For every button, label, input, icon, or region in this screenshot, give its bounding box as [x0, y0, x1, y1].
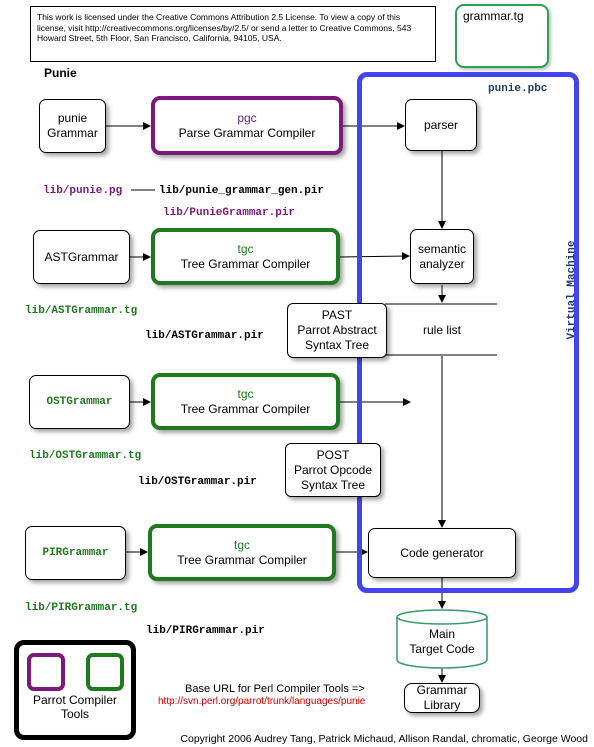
post-l3: Syntax Tree — [300, 477, 366, 492]
ast-grammar-pir-file: lib/ASTGrammar.pir — [145, 330, 264, 342]
ost-tgc-abbr: tgc — [237, 386, 254, 401]
copyright-text: Copyright 2006 Audrey Tang, Patrick Mich… — [180, 733, 588, 745]
base-url-link[interactable]: http://svn.perl.org/parrot/trunk/languag… — [158, 696, 366, 707]
semantic-l1: semantic — [417, 241, 467, 256]
grammar-tg-box: grammar.tg — [455, 4, 549, 68]
ast-tgc-name: Tree Grammar Compiler — [180, 256, 311, 271]
ast-tgc-abbr: tgc — [237, 241, 254, 256]
post-l1: POST — [316, 447, 350, 462]
ost-grammar-box: OSTGrammar — [29, 375, 130, 429]
post-l2: Parrot Opcode — [293, 462, 373, 477]
page-title: Punie — [44, 66, 77, 80]
target-l2: Target Code — [409, 642, 475, 656]
license-text: This work is licensed under the Creative… — [37, 12, 412, 43]
code-generator-label: Code generator — [400, 545, 484, 560]
vm-name: punie.pbc — [488, 83, 548, 95]
post-box: POST Parrot Opcode Syntax Tree — [285, 443, 381, 497]
ast-tgc-compiler-box: tgc Tree Grammar Compiler — [151, 228, 340, 285]
punie-grammar-l2: Grammar — [47, 126, 98, 140]
library-l2: Library — [423, 698, 461, 712]
parser-label: parser — [423, 117, 458, 132]
pir-tgc-compiler-box: tgc Tree Grammar Compiler — [148, 524, 336, 581]
base-url-label: Base URL for Perl Compiler Tools => — [185, 683, 365, 695]
ost-tgc-compiler-box: tgc Tree Grammar Compiler — [151, 373, 340, 430]
pir-tgc-name: Tree Grammar Compiler — [177, 552, 307, 567]
grammar-tg-label: grammar.tg — [463, 9, 524, 23]
vm-label: Virtual Machine — [566, 240, 578, 340]
rule-list-label: rule list — [423, 323, 462, 337]
code-generator-box: Code generator — [368, 528, 516, 578]
past-l2: Parrot Abstract — [297, 323, 377, 337]
pir-grammar-box: PIRGrammar — [25, 526, 126, 580]
past-box: PAST Parrot Abstract Syntax Tree — [287, 303, 387, 358]
license-box: This work is licensed under the Creative… — [30, 6, 436, 62]
semantic-analyzer-box: semantic analyzer — [410, 229, 474, 284]
ost-tgc-name: Tree Grammar Compiler — [180, 401, 311, 416]
ast-grammar-label: ASTGrammar — [44, 249, 119, 264]
punie-grammar-box: punie Grammar — [39, 99, 106, 153]
pgc-abbr: pgc — [237, 110, 257, 125]
target-code-label: Main Target Code — [397, 626, 487, 658]
library-l1: Grammar — [416, 683, 468, 697]
legend-purple-swatch — [27, 653, 65, 691]
past-l1: PAST — [321, 308, 353, 322]
legend-l1: Parrot Compiler — [32, 693, 118, 707]
punie-grammar-gen-file: lib/punie_grammar_gen.pir — [159, 185, 325, 197]
legend-box: Parrot Compiler Tools — [14, 640, 136, 740]
grammar-library-box: Grammar Library — [404, 683, 480, 713]
semantic-l2: analyzer — [419, 256, 465, 271]
legend-label: Parrot Compiler Tools — [19, 693, 131, 721]
punie-grammar-l1: punie — [57, 111, 88, 125]
parser-box: parser — [405, 99, 477, 151]
ost-grammar-tg-file: lib/OSTGrammar.tg — [29, 450, 142, 462]
ast-grammar-tg-file: lib/ASTGrammar.tg — [25, 305, 138, 317]
target-code-cylinder — [396, 609, 488, 669]
pir-tgc-abbr: tgc — [233, 537, 250, 552]
pir-grammar-pir-file: lib/PIRGrammar.pir — [146, 625, 265, 637]
pir-grammar-label: PIRGrammar — [42, 546, 109, 559]
legend-green-swatch — [86, 653, 124, 691]
punie-pg-file: lib/punie.pg — [43, 185, 123, 197]
past-l3: Syntax Tree — [304, 338, 370, 352]
pgc-compiler-box: pgc Parse Grammar Compiler — [151, 96, 343, 155]
pir-grammar-tg-file: lib/PIRGrammar.tg — [25, 602, 138, 614]
target-l1: Main — [428, 627, 455, 641]
pgc-name: Parse Grammar Compiler — [178, 125, 316, 140]
ost-grammar-pir-file: lib/OSTGrammar.pir — [138, 476, 257, 488]
ost-grammar-label: OSTGrammar — [46, 395, 113, 408]
ast-grammar-box: ASTGrammar — [33, 230, 130, 284]
arrow-tgc-to-semantic — [339, 252, 410, 261]
punie-grammar-pir-file: lib/PunieGrammar.pir — [163, 207, 296, 219]
legend-l2: Tools — [60, 707, 89, 721]
